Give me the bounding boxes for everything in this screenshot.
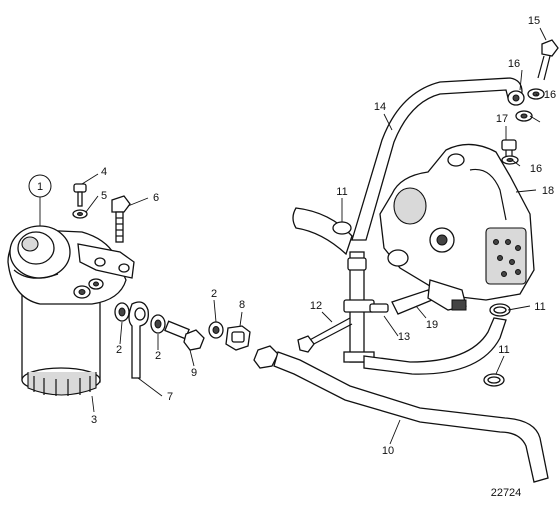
callout-6: 6 <box>153 192 159 204</box>
callout-18: 18 <box>542 185 554 197</box>
callout-2b: 2 <box>155 350 161 362</box>
callout-9: 9 <box>191 367 197 379</box>
callout-labels: 1 2 2 2 3 4 5 6 7 8 9 10 11 11 11 12 13 … <box>28 15 556 457</box>
callout-4: 4 <box>101 166 107 178</box>
callout-16a: 16 <box>508 58 520 70</box>
adapter-8 <box>208 321 251 351</box>
callout-17: 17 <box>496 113 508 125</box>
hose-loop <box>292 207 353 256</box>
callout-10: 10 <box>382 445 394 457</box>
bolt-6 <box>111 195 131 243</box>
callout-3: 3 <box>91 414 97 426</box>
callout-2c: 2 <box>211 288 217 300</box>
banjo-bolt-15 <box>537 39 559 81</box>
callout-7: 7 <box>167 391 173 403</box>
callout-12: 12 <box>310 300 322 312</box>
hose-clamp-11a <box>489 303 511 317</box>
callout-15: 15 <box>528 15 540 27</box>
fuel-filter-assembly <box>7 225 135 396</box>
bolt-12 <box>297 317 353 353</box>
callout-13: 13 <box>398 331 410 343</box>
banjo-fitting-16 <box>507 90 525 106</box>
callout-14: 14 <box>374 101 386 113</box>
hose-19 <box>391 289 433 315</box>
callout-16c: 16 <box>530 163 542 175</box>
washer-5 <box>72 209 88 219</box>
washer-16b <box>515 110 533 122</box>
callout-2a: 2 <box>116 344 122 356</box>
t-piece-13 <box>343 251 389 363</box>
callout-1: 1 <box>37 181 43 193</box>
figure-id: 22724 <box>491 487 522 499</box>
screw-4 <box>73 183 87 207</box>
callout-11a: 11 <box>336 186 347 198</box>
callout-1-circle <box>28 174 52 198</box>
callout-16b: 16 <box>544 89 556 101</box>
banjo-fitting-7 <box>114 301 166 379</box>
hose-10 <box>253 345 549 483</box>
banjo-bolt-9 <box>164 320 205 351</box>
hose-clamp-11b <box>483 373 505 387</box>
callout-19: 19 <box>426 319 438 331</box>
callout-8: 8 <box>239 299 245 311</box>
callout-11c: 11 <box>498 344 509 356</box>
callout-leaders <box>39 27 547 445</box>
callout-5: 5 <box>101 190 107 202</box>
hose-lower-right <box>363 317 507 375</box>
bolt-17 <box>501 139 519 165</box>
callout-11b: 11 <box>534 301 545 313</box>
high-pressure-pump-18 <box>379 143 535 311</box>
